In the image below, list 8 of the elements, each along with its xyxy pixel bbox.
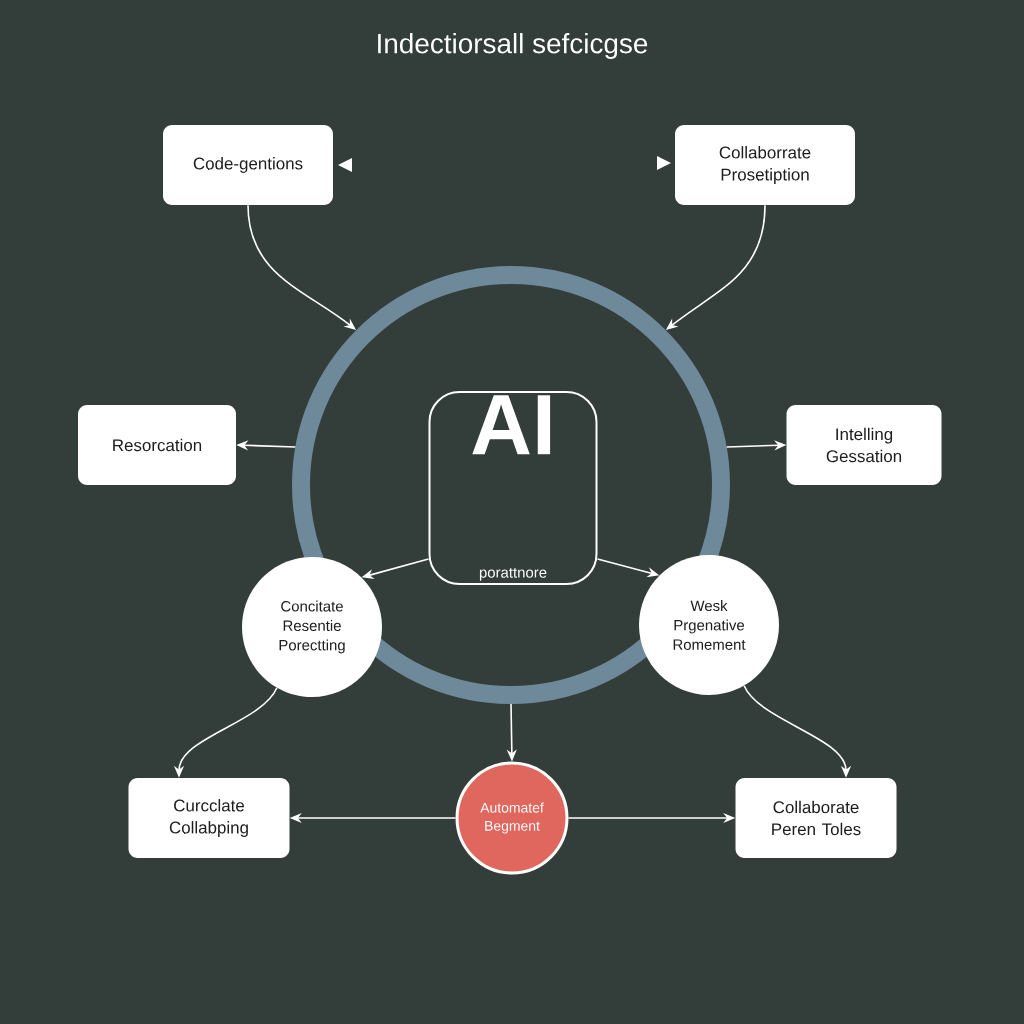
process-box: Intelling Gessation [786,405,942,485]
title: Indectiorsall sefcicgse [378,33,648,59]
process-box: Code-gentions [163,125,333,205]
process-box: Curcclate Collabping [128,778,290,858]
process-box: Resorcation [78,405,236,485]
process-box: Collaborate Peren Toles [735,778,897,858]
process-box: Collaborrate Prosetiption [675,125,855,205]
center-box: AI porattnore [428,390,598,586]
